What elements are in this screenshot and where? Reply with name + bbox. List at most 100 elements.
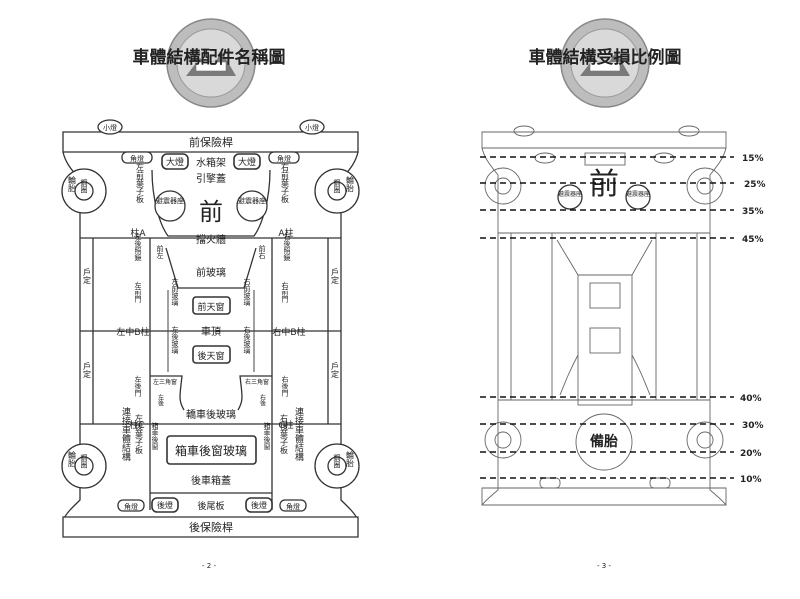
rim-fr-label: 鋼圈: [333, 178, 341, 194]
trunk-glass-left-label: 箱車後窗: [151, 421, 159, 451]
small-light-right-label: 小燈: [305, 123, 319, 132]
wheel-rl-label: 輪胎: [68, 450, 77, 468]
c-pillar-right-label: C柱: [278, 419, 293, 431]
rear-bumper-label: 後保險桿: [189, 520, 233, 534]
damage-level-label: 20%: [740, 449, 762, 459]
rear-bumper: [62, 516, 359, 538]
shock-tower-left: [154, 190, 186, 222]
small-light-left-label: 小燈: [103, 123, 117, 132]
spare-tire-label: 備胎: [590, 433, 618, 450]
shock-tower-right-r: [625, 184, 651, 210]
damage-level-label: 45%: [742, 235, 764, 245]
headlight-right-label: 大燈: [238, 156, 256, 168]
shock-tower-right-label: 避震器座: [238, 196, 266, 205]
hood-label: 引擎蓋: [196, 172, 226, 185]
small-light-right: [299, 119, 325, 135]
trunk-lid-label: 後車箱蓋: [191, 474, 231, 487]
corner-light-fl: [121, 151, 153, 164]
radiator-frame-label: 水箱架: [196, 156, 226, 169]
corner-light-rr-label: 角燈: [286, 502, 300, 511]
damage-level-lines: [480, 156, 734, 479]
left-page: 車體結構配件名稱圖 前保險桿 小燈 小燈 角燈 角燈 大燈 大燈 水箱架 引擎蓋: [61, 18, 360, 570]
front-big-label: 前: [199, 198, 223, 226]
rear-sunroof: [192, 345, 231, 364]
right-rocker-label: 戶定: [331, 267, 340, 285]
left-triangle-outline: [150, 375, 185, 411]
right-page-number: - 3 -: [597, 562, 611, 570]
damage-level-label: 15%: [742, 154, 764, 164]
trunk-window-glass: [166, 435, 257, 465]
shock-tower-right: [236, 190, 268, 222]
right-connect-body-label: 連接車體結構: [293, 406, 304, 462]
front-big-right: 前: [589, 167, 619, 202]
body-outline-left: [62, 151, 81, 521]
left-front-door-label: 左前門: [134, 281, 142, 304]
damage-level-label: 10%: [740, 475, 762, 485]
left-page-number: - 2 -: [202, 562, 216, 570]
windshield-outline: [165, 247, 257, 289]
left-triangle-label: 左三角窗: [153, 378, 177, 386]
left-page-title: 車體結構配件名稱圖: [133, 47, 286, 68]
front-sunroof-label: 前天窗: [197, 301, 224, 313]
rear-right-small-label: 右後: [259, 393, 266, 406]
corner-light-fr: [268, 151, 300, 164]
wheel-fl-label: 輪胎: [68, 175, 77, 193]
corner-light-fr-label: 角燈: [277, 154, 291, 163]
windshield-label: 前玻璃: [196, 266, 226, 279]
left-rear-door-label: 左後門: [134, 375, 142, 398]
b-pillar-right-label: 右中B柱: [272, 326, 305, 338]
rim-rl: [74, 456, 94, 476]
b-pillar-left-label: 左中B柱: [116, 326, 149, 338]
shock-tower-left-r-label: 避震器座: [558, 190, 582, 198]
association-seal-left: [166, 18, 256, 108]
rim-fl-label: 鋼圈: [80, 178, 88, 194]
small-light-left: [97, 119, 123, 135]
right-triangle-outline: [237, 375, 272, 411]
a-pillar-right-label: A柱: [278, 227, 293, 239]
right-mirror-label: 右後照鏡: [283, 232, 291, 262]
corner-light-rl-label: 角燈: [124, 502, 138, 511]
car-outline-grey: [481, 125, 727, 506]
association-seal-right: [560, 18, 650, 108]
wheel-rr-label: 輪胎: [346, 450, 355, 468]
rim-fl: [74, 181, 94, 201]
front-right-small-label: 前右: [258, 244, 266, 260]
hatch-rear-glass-label: 轎車後玻璃: [186, 408, 236, 421]
damage-level-label: 35%: [742, 207, 764, 217]
rear-panel-label: 後尾板: [197, 500, 224, 512]
c-pillar-left-label: 柱C: [129, 419, 144, 431]
a-pillar-left-label: 柱A: [130, 227, 146, 239]
right-front-door-label: 右前門: [281, 281, 289, 304]
rim-rr: [327, 456, 347, 476]
rim-rr-label: 鋼圈: [333, 453, 341, 469]
damage-level-label: 30%: [742, 421, 764, 431]
damage-level-label: 40%: [740, 394, 762, 404]
front-sunroof: [192, 296, 231, 315]
right-triangle-label: 右三角窗: [245, 378, 269, 386]
headlight-right: [233, 153, 261, 170]
hood-outline: [151, 169, 271, 237]
left-connect-body-label: 連接車體結構: [120, 406, 131, 462]
body-outline-right: [340, 151, 359, 521]
shock-tower-right-r-label: 避震器座: [626, 190, 650, 198]
tail-light-left-label: 後燈: [157, 500, 173, 510]
corner-light-rl: [117, 499, 145, 512]
shock-tower-left-r: [557, 184, 583, 210]
left-rear-glass-label: 左後玻璃: [171, 325, 179, 355]
corner-light-rr: [279, 499, 307, 512]
tail-light-right-label: 後燈: [251, 500, 267, 510]
tail-light-right: [245, 497, 273, 513]
rim-fr: [327, 181, 347, 201]
right-page-title: 車體結構受損比例圖: [529, 47, 682, 68]
rim-rl-label: 鋼圈: [80, 453, 88, 469]
right-rear-glass-label: 右後玻璃: [243, 325, 251, 355]
left-rocker-label: 戶定: [83, 267, 92, 285]
right-rear-door-label: 右後門: [281, 375, 289, 398]
right-front-glass-label: 右前玻璃: [243, 277, 251, 307]
rear-left-small-label: 左後: [157, 393, 164, 406]
rear-sunroof-label: 後天窗: [197, 350, 224, 362]
trunk-window-glass-label: 箱車後窗玻璃: [175, 443, 247, 458]
left-mirror-label: 左後照鏡: [134, 232, 142, 262]
shock-tower-left-label: 避震器座: [156, 196, 184, 205]
